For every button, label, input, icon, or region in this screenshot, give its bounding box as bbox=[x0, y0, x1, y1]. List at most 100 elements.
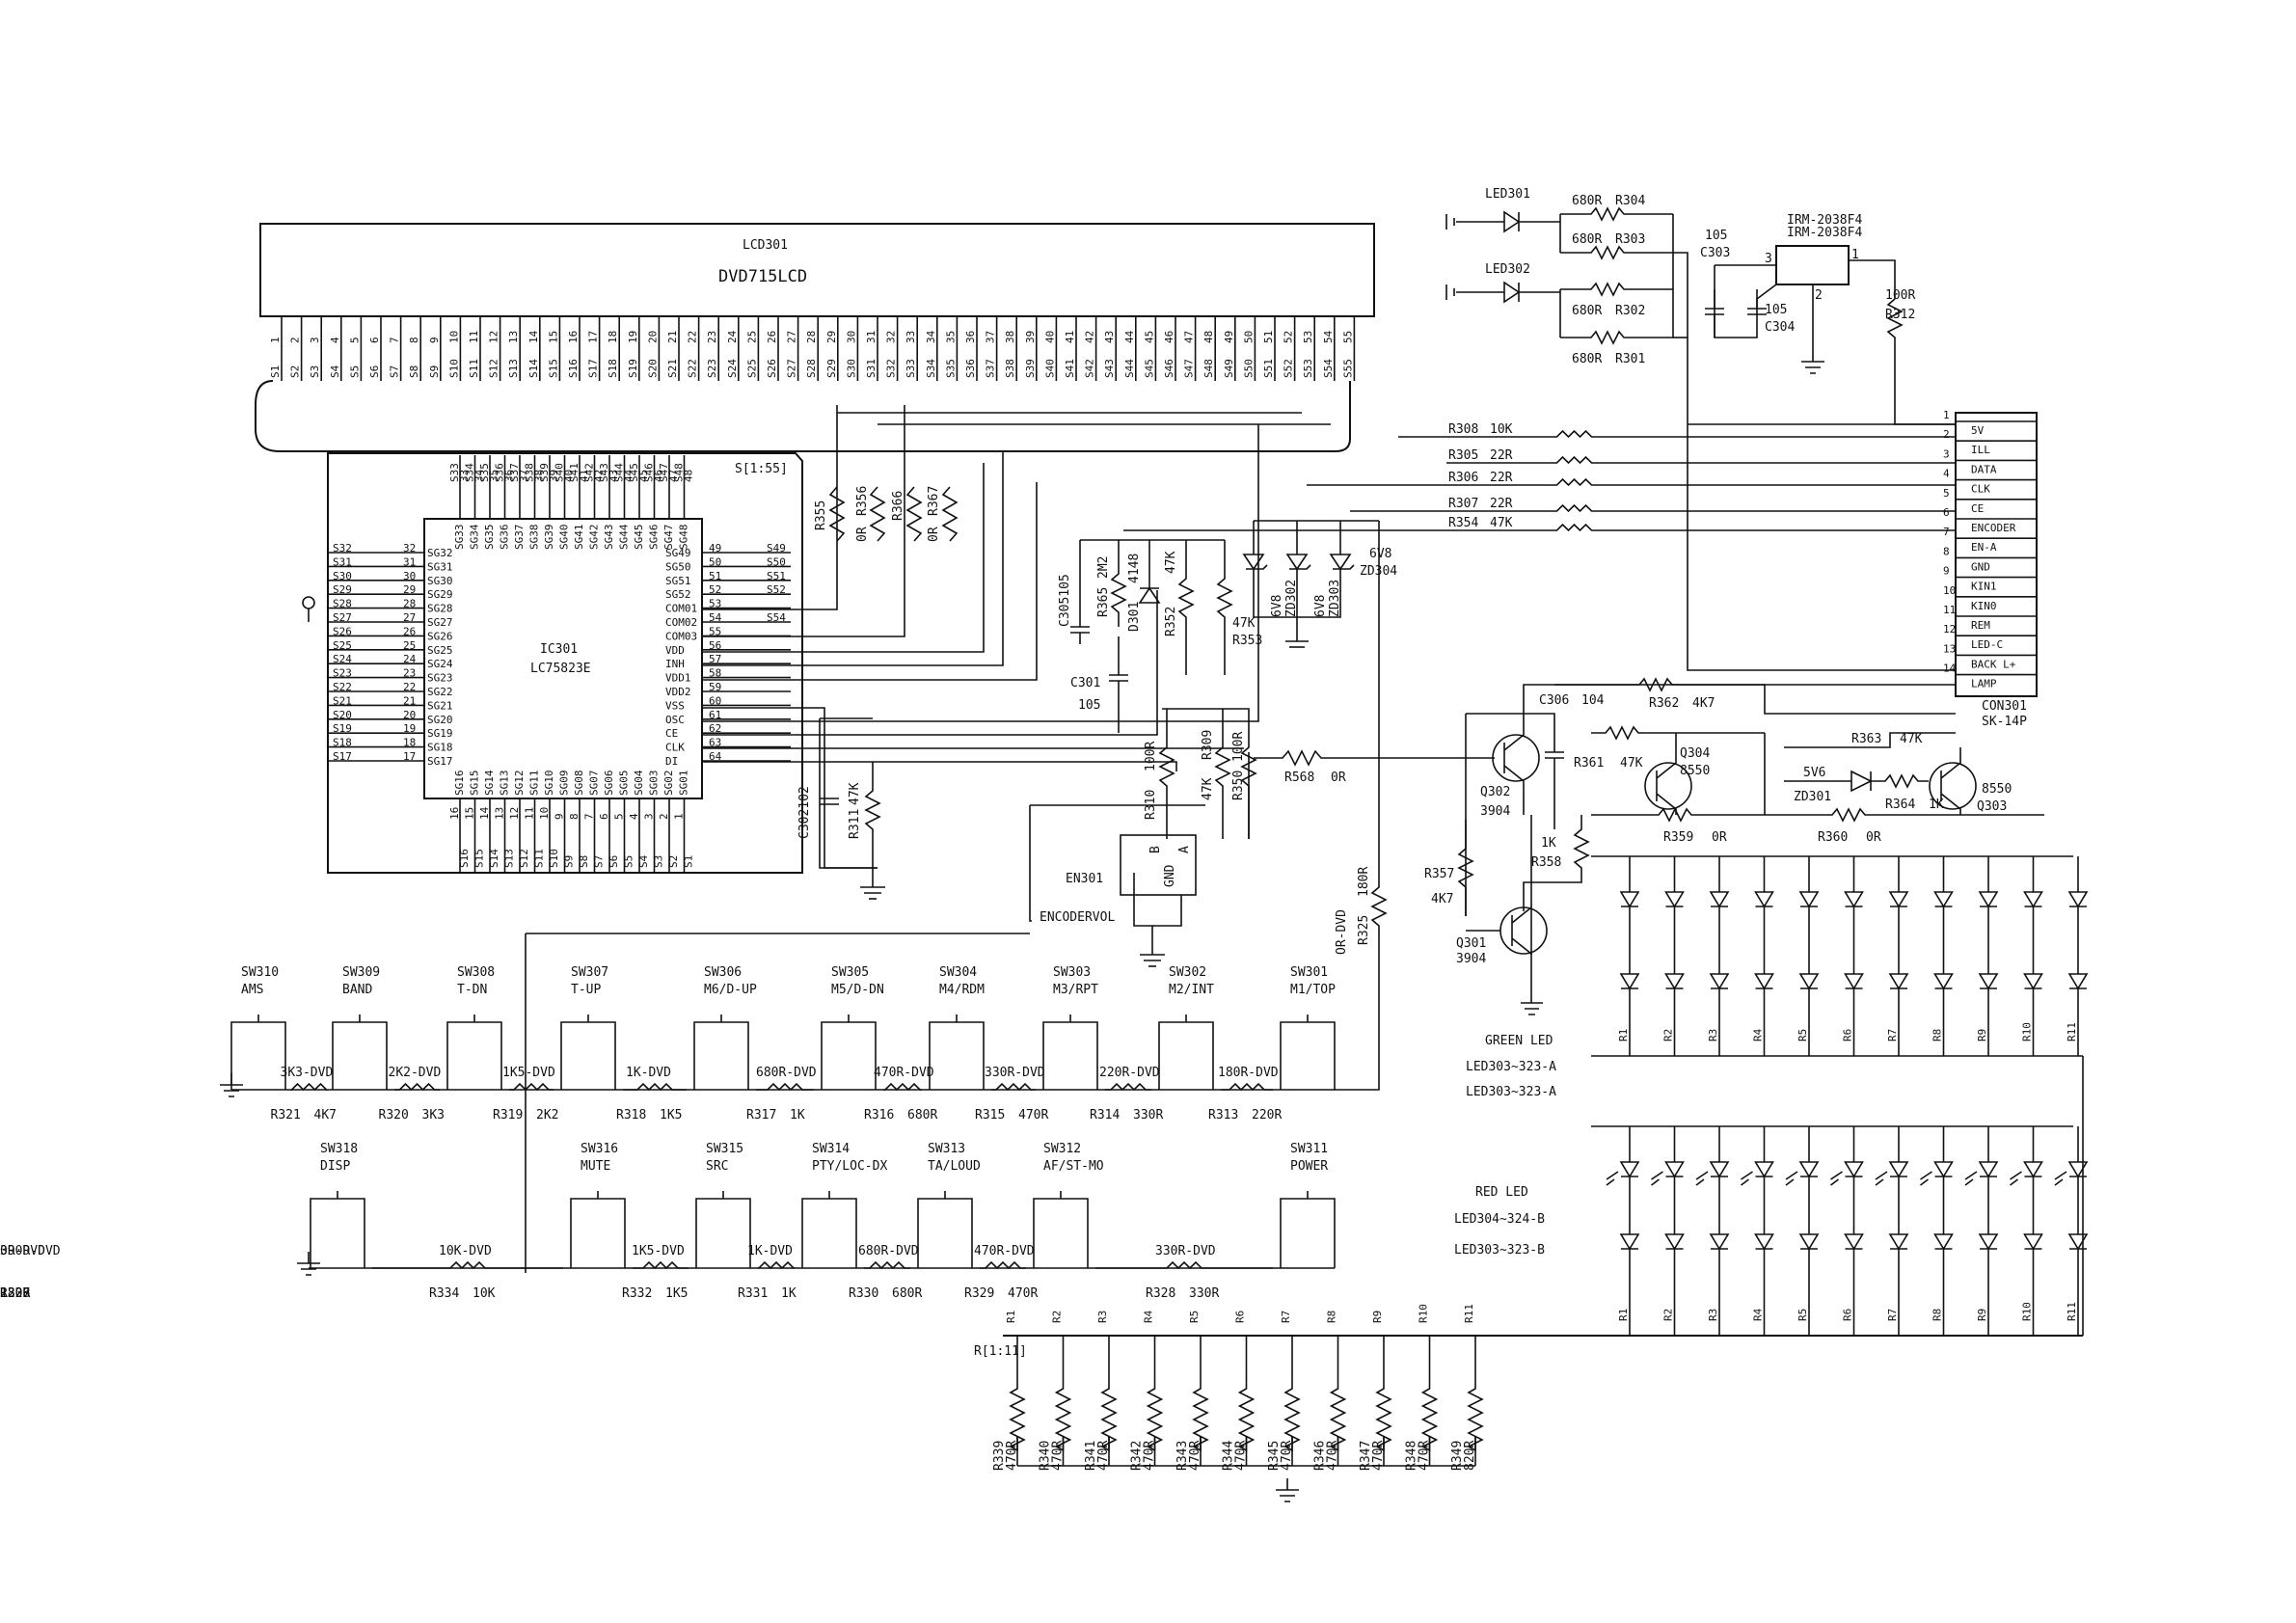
bottom-res-ref: R343 bbox=[1175, 1441, 1190, 1471]
ic-left-signal: S30 bbox=[333, 570, 352, 582]
lcd-pin-name: S17 bbox=[587, 359, 600, 378]
ic301-right-nets bbox=[702, 405, 1259, 869]
green-led-node-label: R7 bbox=[1886, 1029, 1899, 1041]
ground-symbol bbox=[220, 1073, 243, 1097]
lcd-pin-number: 20 bbox=[646, 331, 659, 343]
ladder-resistor-code: 220R-DVD bbox=[1099, 1066, 1160, 1080]
led-emission-arrows bbox=[1695, 1171, 1709, 1186]
switch-function: POWER bbox=[1290, 1159, 1328, 1174]
lcd-pin-number: 31 bbox=[865, 331, 878, 343]
con-pin-name: GND bbox=[1971, 560, 1990, 573]
q304-body bbox=[1644, 762, 1692, 810]
ladder-resistor-ref: R328 bbox=[1146, 1286, 1175, 1301]
red-led-pair bbox=[1844, 1126, 1864, 1336]
red-led-line2: LED303~323-B bbox=[1454, 1243, 1545, 1258]
r360-value: 0R bbox=[1866, 830, 1881, 845]
ic-left-pin-name: SG27 bbox=[427, 616, 453, 629]
ic-bottom-pin-number: 13 bbox=[494, 807, 506, 820]
r325-ref: R325 bbox=[1357, 915, 1371, 945]
lcd-pin-name: S31 bbox=[865, 359, 878, 378]
ic-top-pin-number: 35 bbox=[488, 470, 500, 482]
q302-ref: Q302 bbox=[1480, 785, 1510, 799]
lcd-pin-name: S22 bbox=[687, 359, 699, 378]
r350-value: 100R bbox=[1231, 732, 1246, 762]
led-driver-section: Q302 3904 C306 104 R362 4K7 Q304 8550 R3… bbox=[1424, 677, 2044, 1015]
con-pin-number: 10 bbox=[1943, 584, 1956, 597]
r353-ref: R353 bbox=[1232, 634, 1262, 648]
lcd-pin-number: 28 bbox=[805, 331, 818, 343]
ic-right-pin-name: SG50 bbox=[665, 560, 691, 573]
con-pin-name: ENCODER bbox=[1971, 522, 2016, 534]
bottom-res-ref: R344 bbox=[1222, 1441, 1236, 1471]
ic-bottom-pin-name: SG07 bbox=[588, 771, 601, 797]
lcd-pin-name: S2 bbox=[289, 365, 302, 378]
lcd-pin-number: 47 bbox=[1183, 331, 1196, 343]
ic-left-pin-number: 31 bbox=[403, 555, 416, 568]
zd304-value: 6V8 bbox=[1369, 547, 1391, 561]
ic-left-signal: S32 bbox=[333, 542, 352, 555]
lcd-pin-number: 36 bbox=[964, 331, 977, 343]
ic-right-pin-name: SG51 bbox=[665, 575, 691, 587]
ic-right-pin-number: 64 bbox=[709, 750, 722, 763]
c306-ref: C306 bbox=[1539, 693, 1569, 708]
lcd-pin-number: 30 bbox=[845, 331, 857, 343]
r356-ref: R356 bbox=[855, 486, 870, 516]
switch-ref: SW304 bbox=[939, 965, 977, 980]
osc-network: C302102 R311 47K bbox=[797, 717, 885, 900]
ic-top-signal: S38 bbox=[524, 463, 536, 482]
lcd-pin-number: 33 bbox=[905, 331, 917, 343]
ic-bottom-pin-name: SG10 bbox=[543, 771, 555, 797]
lcd-pin-number: 5 bbox=[348, 337, 361, 343]
lcd-pin-number: 45 bbox=[1143, 331, 1155, 343]
red-led-pair bbox=[1664, 1126, 1685, 1336]
q303-value: 8550 bbox=[1982, 782, 2012, 797]
lcd-pin-number: 48 bbox=[1202, 331, 1215, 343]
lcd-pin-name: S35 bbox=[944, 359, 957, 378]
ic302-ref: IRM-2038F4 bbox=[1787, 213, 1862, 228]
bottom-bus-group: R1R339470RR2R340470RR3R341470RR4R342470R… bbox=[992, 1304, 2083, 1502]
lcd-pin-number: 25 bbox=[745, 331, 758, 343]
ic-bottom-pin-number: 10 bbox=[538, 807, 551, 820]
ic-left-signal: S27 bbox=[333, 611, 352, 624]
lcd-pin-name: S50 bbox=[1242, 359, 1255, 378]
ic-top-pin-number: 43 bbox=[608, 470, 620, 482]
c301-value: 105 bbox=[1078, 698, 1100, 713]
ic-bottom-pin-name: SG06 bbox=[603, 771, 615, 797]
ladder-resistor-code: 680R-DVD bbox=[858, 1244, 919, 1258]
ic-top-signal: S47 bbox=[658, 463, 670, 482]
lcd-pin-group: 1S12S23S34S45S56S67S78S89S910S1011S1112S… bbox=[269, 316, 1356, 381]
ic-left-pin-number: 21 bbox=[403, 694, 416, 707]
led-array-group: R1R1R2R2R3R3R4R4R5R5R6R6R7R7R8R8R9R9R10R… bbox=[1591, 855, 2089, 1337]
switch-symbol bbox=[917, 1191, 973, 1213]
led-emission-arrows bbox=[1964, 1171, 1978, 1186]
bus-resistor-value: 22R bbox=[1490, 497, 1513, 511]
ic-left-signal: S17 bbox=[333, 750, 352, 763]
ic-bottom-signal: S14 bbox=[488, 849, 500, 868]
led301-ref: LED301 bbox=[1485, 187, 1530, 202]
lcd-pin-name: S48 bbox=[1202, 359, 1215, 378]
r304-value: 680R bbox=[1572, 194, 1602, 208]
switch-symbol bbox=[929, 1014, 985, 1037]
ic-left-pin-number: 23 bbox=[403, 667, 416, 680]
ic-right-pin-number: 53 bbox=[709, 598, 721, 610]
ladder-resistor-value: 180R bbox=[0, 1286, 30, 1301]
ic-bottom-pin-name: SG05 bbox=[618, 771, 631, 797]
lcd-pin-number: 3 bbox=[309, 337, 321, 343]
ladder-resistor-code: 1K-DVD bbox=[747, 1244, 793, 1258]
ic-top-pin-name: SG40 bbox=[558, 525, 571, 551]
ic-right-pin-number: 63 bbox=[709, 737, 721, 749]
ic-top-pin-number: 46 bbox=[653, 470, 665, 482]
con-pin-number: 1 bbox=[1943, 409, 1950, 421]
r366-label: R366 bbox=[891, 491, 905, 521]
bottom-res-ref: R345 bbox=[1267, 1441, 1282, 1471]
lcd-pin-number: 1 bbox=[269, 337, 282, 343]
con-pin-name: REM bbox=[1971, 619, 1990, 632]
ic-top-signal: S34 bbox=[464, 463, 476, 482]
r355-label: R355 bbox=[814, 500, 828, 530]
red-led-node-label: R7 bbox=[1886, 1309, 1899, 1321]
ic-left-pin-name: SG18 bbox=[427, 742, 453, 754]
red-led-node-label: R8 bbox=[1931, 1309, 1944, 1321]
lcd-pin-name: S55 bbox=[1341, 359, 1354, 378]
switch-function: M1/TOP bbox=[1290, 983, 1336, 997]
